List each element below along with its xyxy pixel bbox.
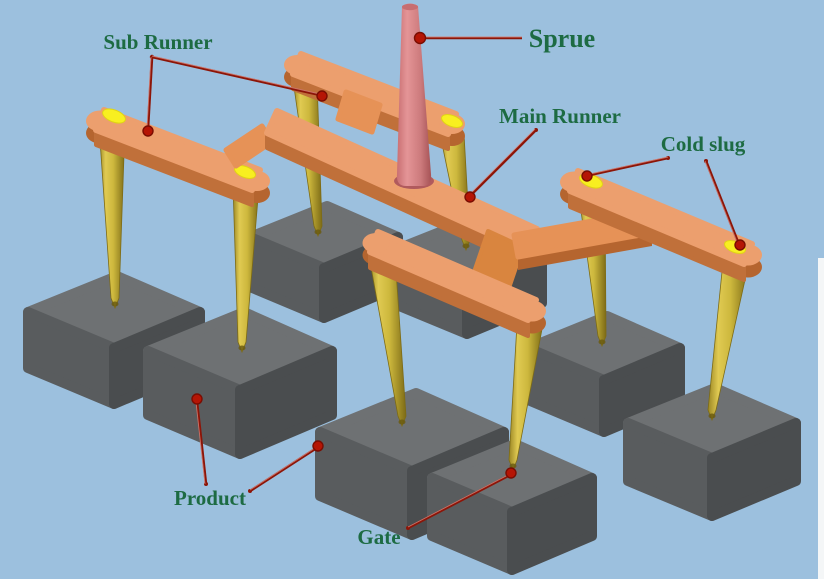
product-label: Product — [174, 486, 246, 510]
cold-slug-spot — [441, 114, 463, 128]
product-box — [143, 307, 337, 459]
gate-pin — [98, 125, 126, 310]
sprue-callout-arrow — [413, 31, 522, 45]
gate-label: Gate — [357, 525, 400, 549]
cold-slug-callout-arrows — [581, 156, 746, 251]
main-runner-callout-arrow — [464, 128, 538, 203]
runner-junction — [335, 89, 383, 135]
right-edge-strip — [818, 258, 824, 579]
product-box — [623, 383, 801, 521]
gate-callout-arrow — [406, 467, 517, 530]
sub-runner-callout-arrows — [142, 54, 328, 137]
sprue-cone — [394, 3, 434, 189]
product-callout-arrows — [191, 393, 324, 493]
cold-slug-label: Cold slug — [661, 132, 746, 156]
sub-runner-bottom-bar — [362, 229, 546, 338]
sprue-label: Sprue — [529, 24, 595, 53]
sub-runner-label: Sub Runner — [103, 30, 212, 54]
sub-runner-left-bar — [86, 107, 270, 207]
cold-slug-spot — [102, 108, 126, 124]
sub-runner-right-bar — [560, 168, 762, 282]
main-runner-label: Main Runner — [499, 104, 621, 128]
